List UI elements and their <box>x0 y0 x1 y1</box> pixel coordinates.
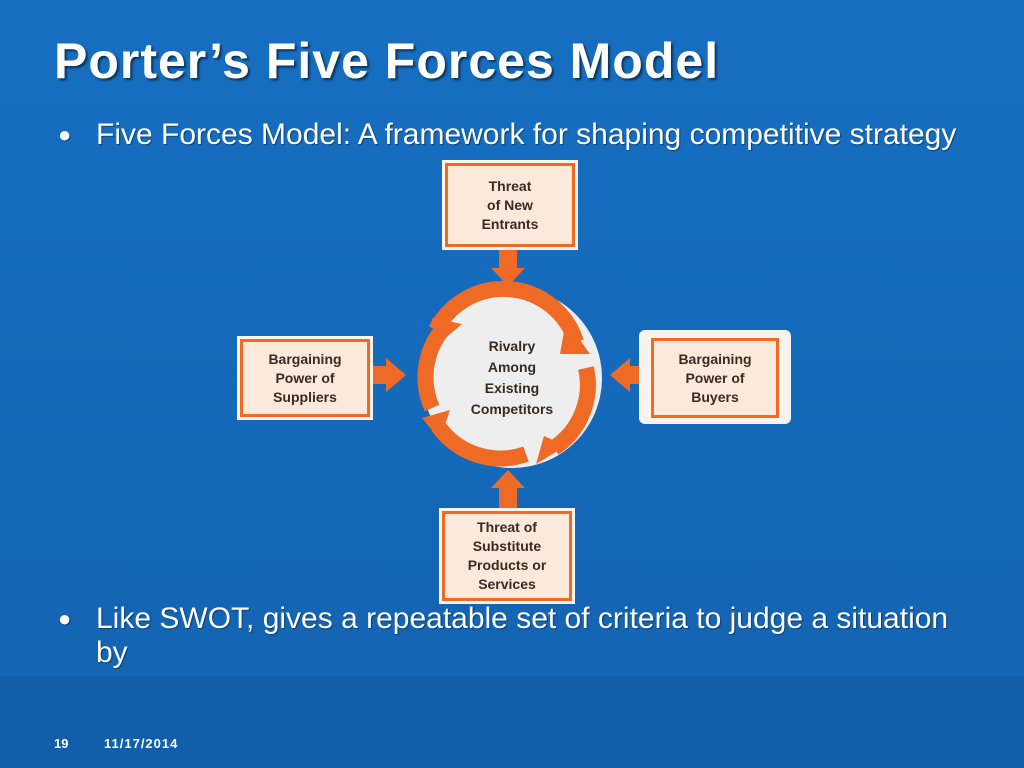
bullet-item: ● Like SWOT, gives a repeatable set of c… <box>58 602 988 670</box>
cycle-head-4 <box>432 318 462 346</box>
footer-band <box>0 676 1024 768</box>
force-box-substitutes: Threat of Substitute Products or Service… <box>442 511 572 601</box>
bullet-marker: ● <box>58 606 72 631</box>
force-arrow-bottom <box>491 470 525 510</box>
cycle-head-1 <box>560 320 590 354</box>
force-label-buyers: Bargaining Power of Buyers <box>678 350 752 405</box>
slide-number: 19 <box>54 736 69 751</box>
bullet-item: ● Five Forces Model: A framework for sha… <box>58 118 988 152</box>
force-box-suppliers: Bargaining Power of Suppliers <box>240 339 370 417</box>
force-box-buyers: Bargaining Power of Buyers <box>651 338 779 418</box>
bullet-text: Like SWOT, gives a repeatable set of cri… <box>96 602 949 669</box>
rivalry-label: Rivalry Among Existing Competitors <box>442 326 582 430</box>
cycle-head-3 <box>422 410 450 440</box>
cycle-head-2 <box>536 436 566 464</box>
diagram-graphics <box>368 244 650 510</box>
cycle-arrow-right <box>549 366 596 455</box>
bullet-marker: ● <box>58 122 72 147</box>
five-forces-diagram: Rivalry Among Existing Competitors Threa… <box>236 158 792 604</box>
force-box-new-entrants: Threat of New Entrants <box>445 163 575 247</box>
force-label-substitutes: Threat of Substitute Products or Service… <box>467 519 547 592</box>
force-label-suppliers: Bargaining Power of Suppliers <box>268 350 342 405</box>
force-arrow-top <box>491 244 525 286</box>
force-arrow-left <box>368 358 406 392</box>
cycle-arrow-top <box>428 280 584 345</box>
rivalry-label-text: Rivalry Among Existing Competitors <box>470 338 554 417</box>
force-label-new-entrants: Threat of New Entrants <box>481 177 539 232</box>
slide-title: Porter’s Five Forces Model <box>54 33 720 89</box>
cycle-arrow-bottom <box>431 421 529 467</box>
slide-date: 11/17/2014 <box>104 736 179 751</box>
bullet-text: Five Forces Model: A framework for shapi… <box>96 118 957 151</box>
rivalry-cycle-arrowheads <box>422 318 590 464</box>
